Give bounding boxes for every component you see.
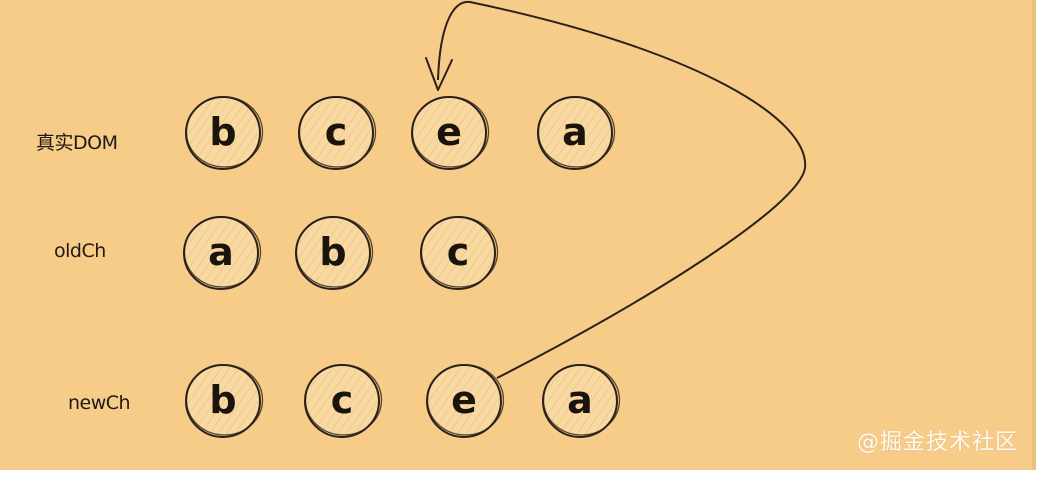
node-real-dom-a: a xyxy=(537,96,616,170)
node-outline xyxy=(411,96,490,168)
watermark: @掘金技术社区 xyxy=(856,430,1018,455)
node-newch-b: b xyxy=(185,364,264,438)
node-letter: e xyxy=(436,110,462,154)
node-hatch xyxy=(545,367,615,435)
node-letter: e xyxy=(451,378,477,422)
node-letter: b xyxy=(319,230,346,274)
node-letter: a xyxy=(567,378,593,422)
node-outline xyxy=(295,216,374,288)
node-outline xyxy=(542,364,621,436)
node-outline xyxy=(304,364,383,436)
node-outline xyxy=(420,216,499,288)
move-arrow-head-icon xyxy=(425,57,453,91)
node-letter: a xyxy=(562,110,588,154)
node-real-dom-e: e xyxy=(411,96,490,170)
node-newch-e: e xyxy=(426,364,505,438)
row-label-real-dom: 真实DOM xyxy=(36,132,118,154)
row-label-oldch: oldCh xyxy=(54,240,106,262)
node-hatch xyxy=(188,99,258,167)
node-letter: c xyxy=(331,378,354,422)
node-real-dom-b: b xyxy=(185,96,264,170)
node-hatch xyxy=(423,219,493,287)
node-hatch xyxy=(298,219,368,287)
node-newch-a: a xyxy=(542,364,621,438)
node-hatch xyxy=(540,99,610,167)
move-arrow-curve xyxy=(437,0,807,379)
nodes-layer: b c e a a b c b c e a xyxy=(183,96,621,438)
node-real-dom-c: c xyxy=(298,96,377,170)
node-newch-c: c xyxy=(304,364,383,438)
node-outline xyxy=(537,96,616,168)
node-letter: a xyxy=(208,230,234,274)
node-hatch xyxy=(186,219,256,287)
row-label-newch: newCh xyxy=(68,392,131,414)
node-outline xyxy=(298,96,377,168)
node-letter: b xyxy=(209,378,236,422)
node-oldch-a: a xyxy=(183,216,262,290)
node-outline xyxy=(183,216,262,288)
node-letter: c xyxy=(447,230,470,274)
diagram-canvas: b c e a a b c b c e a 真实DOM oldCh newCh @掘金技术社区 xyxy=(0,0,1036,470)
node-hatch xyxy=(307,367,377,435)
node-hatch xyxy=(188,367,258,435)
node-outline xyxy=(426,364,505,436)
node-outline xyxy=(185,96,264,168)
node-letter: c xyxy=(325,110,348,154)
node-hatch xyxy=(414,99,484,167)
node-hatch xyxy=(429,367,499,435)
node-oldch-b: b xyxy=(295,216,374,290)
node-hatch xyxy=(301,99,371,167)
node-letter: b xyxy=(209,110,236,154)
diagram-svg: b c e a a b c b c e a xyxy=(183,0,807,438)
node-outline xyxy=(185,364,264,436)
node-oldch-c: c xyxy=(420,216,499,290)
